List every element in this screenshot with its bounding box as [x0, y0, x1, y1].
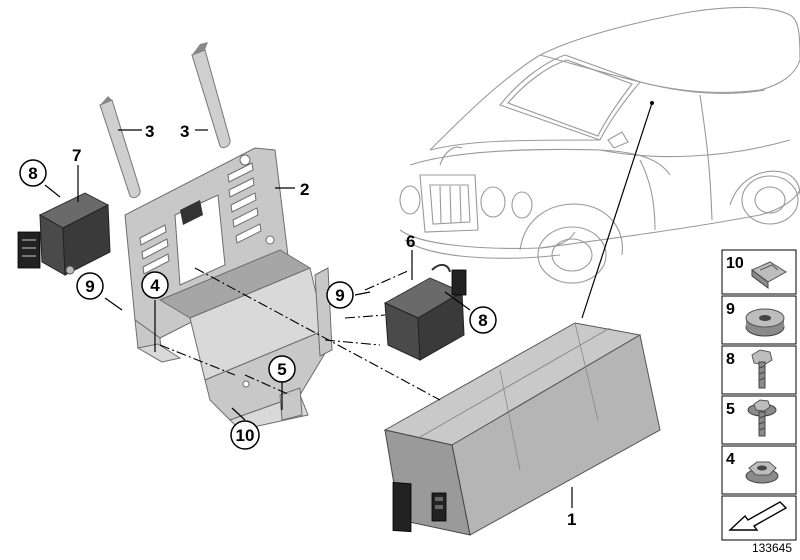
legend-row-10: 10 — [721, 249, 797, 295]
legend-label-8: 8 — [726, 351, 735, 368]
antenna-right — [191, 42, 231, 149]
flange-bolt-icon — [747, 399, 777, 437]
callout-6-label: 6 — [406, 232, 415, 251]
callout-9a: 9 — [76, 272, 104, 300]
callout-2-label: 2 — [300, 180, 309, 199]
clip-icon — [751, 261, 787, 289]
direction-arrow-icon — [728, 501, 788, 531]
callout-8b: 8 — [469, 306, 497, 334]
car-outline — [399, 6, 800, 284]
callout-1-label: 1 — [567, 510, 576, 529]
callout-1: 1 — [567, 510, 576, 529]
callout-8a: 8 — [19, 159, 47, 187]
legend-row-9: 9 — [721, 295, 797, 345]
legend-label-9: 9 — [726, 301, 735, 318]
control-module-6 — [383, 264, 467, 361]
callout-3b-label: 3 — [180, 122, 189, 141]
legend-label-10: 10 — [726, 255, 744, 272]
callout-10-label: 10 — [236, 426, 255, 445]
legend-row-4: 4 — [721, 445, 797, 495]
antenna-left — [99, 96, 141, 199]
main-control-unit — [383, 322, 661, 536]
callout-7-label: 7 — [72, 146, 81, 165]
callout-4: 4 — [141, 271, 169, 299]
callout-2: 2 — [300, 180, 309, 199]
callout-5-label: 5 — [277, 360, 286, 379]
callout-6: 6 — [406, 232, 415, 251]
callout-3a: 3 — [145, 122, 154, 141]
hex-bolt-icon — [751, 349, 773, 389]
callout-3a-label: 3 — [145, 122, 154, 141]
callout-8b-label: 8 — [478, 311, 487, 330]
hex-nut-icon — [745, 461, 779, 484]
legend-row-8: 8 — [721, 345, 797, 395]
control-module-7 — [17, 192, 111, 276]
leader-lines — [44, 101, 654, 508]
legend-row-5: 5 — [721, 395, 797, 445]
callout-9a-label: 9 — [85, 277, 94, 296]
callout-9b-label: 9 — [335, 286, 344, 305]
callout-3b: 3 — [180, 122, 189, 141]
parts-legend: 10 9 8 — [721, 249, 797, 541]
legend-row-arrow — [721, 495, 797, 541]
callout-7: 7 — [72, 146, 81, 165]
grommet-icon — [745, 308, 785, 337]
callout-9b: 9 — [326, 281, 354, 309]
legend-label-4: 4 — [726, 451, 735, 468]
callout-10: 10 — [230, 420, 260, 450]
callout-5: 5 — [268, 355, 296, 383]
callout-4-label: 4 — [150, 276, 160, 295]
callout-8a-label: 8 — [28, 164, 37, 183]
diagram-id: 133645 — [752, 541, 792, 555]
legend-label-5: 5 — [726, 401, 735, 418]
